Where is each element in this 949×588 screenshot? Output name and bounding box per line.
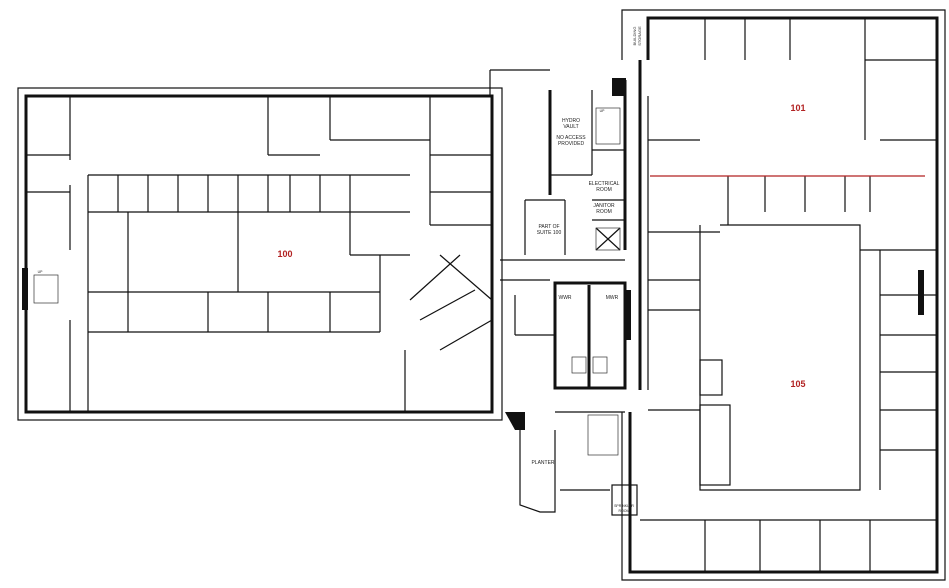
unit-label-101: 101 xyxy=(790,103,805,113)
suite-label-2: SUITE 100 xyxy=(537,230,562,236)
planter-label: PLANTER xyxy=(531,460,554,466)
right-wing-outer-wall xyxy=(621,9,946,581)
elevator xyxy=(595,227,621,251)
janitor-room-label: JANITOR xyxy=(593,203,615,209)
wall-segment xyxy=(439,254,493,301)
left-wing-outer-wall xyxy=(17,87,503,421)
south-stair xyxy=(587,414,619,456)
storage-closet xyxy=(699,359,723,396)
wall-segment xyxy=(595,227,621,251)
core-stair xyxy=(595,107,621,145)
stair-up-label: UP xyxy=(600,109,606,113)
east-entrance xyxy=(918,270,924,315)
building-storage-label: BUILDING xyxy=(632,27,637,46)
wall-segment xyxy=(439,319,493,351)
wwr-label: WWR xyxy=(558,295,571,301)
wall-segment xyxy=(409,254,461,301)
electrical-room-label: ELECTRICAL xyxy=(589,181,620,187)
west-entrance xyxy=(22,268,28,310)
left-wing-exterior-wall xyxy=(24,94,494,414)
kitchenette xyxy=(699,404,731,486)
sprinkler-room-label-2: ROOM xyxy=(619,509,630,513)
planter-column xyxy=(505,412,525,430)
unit-105-open-area xyxy=(699,224,861,491)
wall-segment xyxy=(419,289,476,321)
sprinkler-room xyxy=(611,484,638,516)
janitor-room-label-2: ROOM xyxy=(596,209,612,215)
right-wing-exterior-wall xyxy=(628,16,939,574)
suite-label: PART OF xyxy=(538,224,559,230)
hydro-vault-label: HYDRO xyxy=(562,118,580,124)
unit-label-105: 105 xyxy=(790,379,805,389)
mwr-fixture xyxy=(592,356,608,374)
core-walls xyxy=(489,60,642,516)
no-access-label: NO ACCESS xyxy=(556,135,586,141)
west-stair xyxy=(33,274,59,304)
stair-up-label-west: UP xyxy=(38,270,44,274)
right-wing-walls xyxy=(621,9,946,581)
left-wing-walls xyxy=(17,87,503,421)
wwr-fixture xyxy=(571,356,587,374)
core-shaft xyxy=(625,290,631,340)
sprinkler-room-label: SPRINKLER xyxy=(614,504,634,508)
hydro-vault-label-2: VAULT xyxy=(563,124,578,130)
unit-label-100: 100 xyxy=(277,249,292,259)
mwr-label: MWR xyxy=(606,295,619,301)
planter-wall xyxy=(519,430,556,513)
no-access-label-2: PROVIDED xyxy=(558,141,585,147)
core-column xyxy=(612,78,626,96)
building-storage-label-2: STORAGE xyxy=(637,26,642,46)
electrical-room-label-2: ROOM xyxy=(596,187,612,193)
